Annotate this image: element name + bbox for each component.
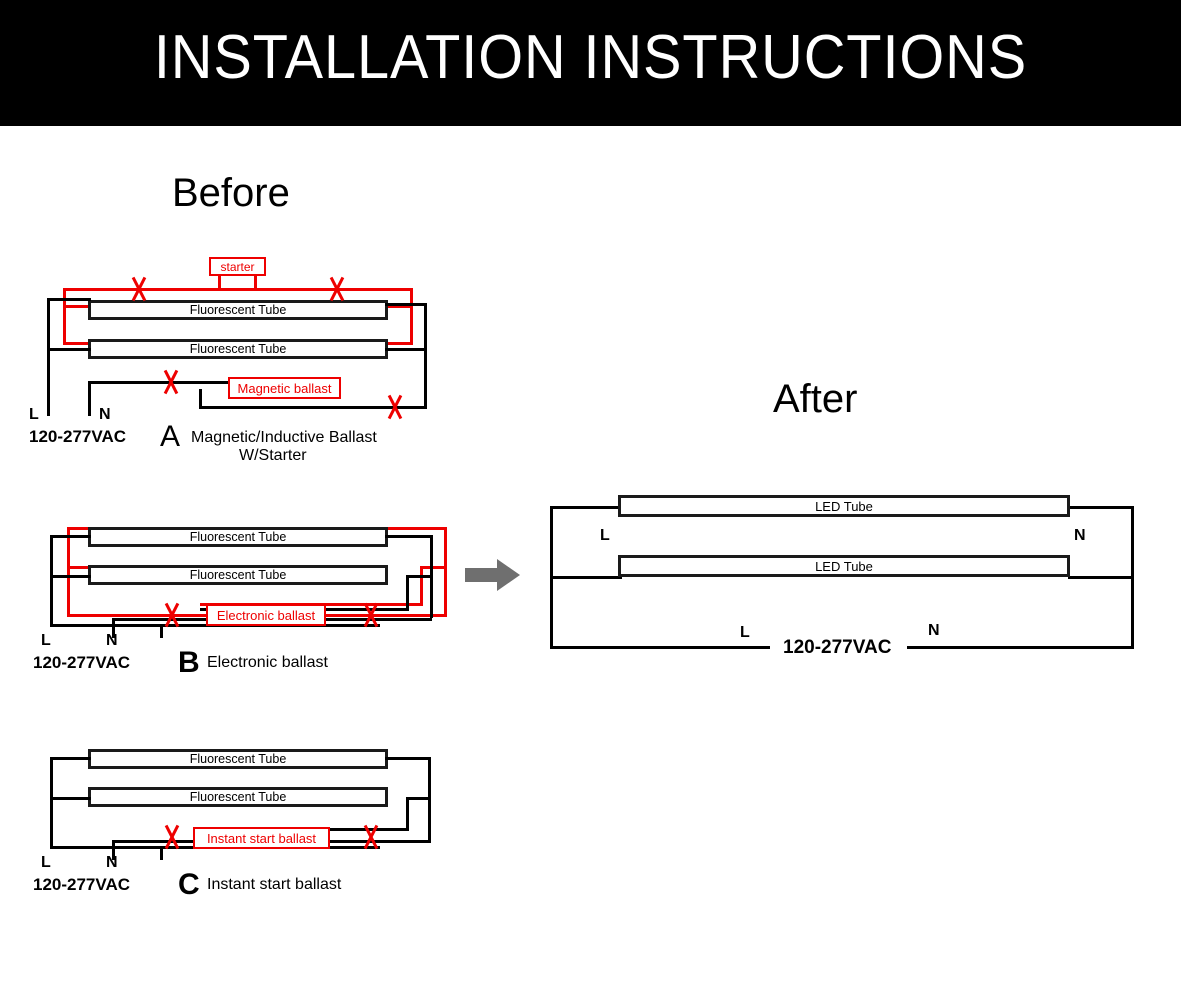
wire-red-b-right — [444, 527, 447, 617]
wire-black-c-neutral-drop — [160, 846, 163, 860]
diagram-letter-c: C — [178, 868, 200, 901]
electronic-ballast-box: Electronic ballast — [206, 604, 326, 626]
fluorescent-tube-bottom: Fluorescent Tube — [88, 565, 388, 585]
wire-red-top — [63, 288, 413, 291]
wire-black-left-to-bottom-tube — [47, 348, 91, 351]
x-mark-icon — [324, 276, 350, 302]
label-neutral-a: N — [99, 406, 111, 423]
x-mark-icon — [158, 369, 184, 395]
label-line-after-left: L — [600, 527, 610, 544]
x-mark-icon — [126, 276, 152, 302]
wire-after-left-top-stub — [550, 506, 622, 509]
label-neutral-b: N — [106, 632, 118, 649]
wire-red-b-inner-right-drop — [420, 566, 423, 606]
page-title: INSTALLATION INSTRUCTIONS — [153, 23, 1028, 92]
wire-black-b-left-top-stub — [50, 535, 91, 538]
caption-b: Electronic ballast — [207, 654, 328, 671]
fluorescent-tube-top: Fluorescent Tube — [88, 749, 388, 769]
wire-after-bottom-right — [907, 646, 1134, 649]
wire-black-c-right-top-stub — [385, 757, 431, 760]
label-neutral-c: N — [106, 854, 118, 871]
starter-pin-left — [218, 276, 221, 289]
label-line-c: L — [41, 854, 51, 871]
fluorescent-tube-bottom: Fluorescent Tube — [88, 787, 388, 807]
wire-black-c-right-bottom-stub — [406, 797, 431, 800]
wire-black-c-right-drop — [406, 797, 409, 830]
wire-red-top-tube-left — [63, 305, 93, 308]
led-tube-bottom: LED Tube — [618, 555, 1070, 577]
label-voltage-after: 120-277VAC — [783, 637, 892, 658]
after-heading: After — [773, 377, 858, 421]
x-mark-icon — [159, 824, 185, 850]
wire-after-left-bottom-stub — [550, 576, 622, 579]
label-voltage-b: 120-277VAC — [33, 653, 131, 672]
wire-red-top-left-drop — [63, 288, 66, 307]
wire-red-bottom-tube-right — [383, 342, 413, 345]
wire-black-b-right-top-stub — [385, 535, 433, 538]
x-mark-icon — [382, 394, 408, 420]
wire-red-b-left — [67, 527, 70, 617]
wire-black-b-right-drop — [406, 575, 409, 611]
starter-pin-right — [254, 276, 257, 289]
x-mark-icon — [159, 602, 185, 628]
wire-black-ballast-return-riser — [199, 389, 202, 409]
diagram-letter-b: B — [178, 646, 200, 679]
wire-black-b-right-bottom-stub — [406, 575, 433, 578]
fluorescent-tube-top: Fluorescent Tube — [88, 527, 388, 547]
caption-a-line2: W/Starter — [239, 447, 307, 464]
title-banner: INSTALLATION INSTRUCTIONS — [0, 0, 1181, 126]
wire-after-right-bottom-stub — [1068, 576, 1134, 579]
wire-black-c-left-rail — [50, 757, 53, 849]
instant-start-ballast-box: Instant start ballast — [193, 827, 330, 849]
starter-box: starter — [209, 257, 266, 276]
label-line-after-bottom: L — [740, 624, 750, 641]
wire-red-bottom-tube-left — [63, 342, 93, 345]
x-mark-icon — [358, 824, 384, 850]
wire-black-b-line-drop — [112, 618, 115, 638]
wire-black-ballast-return — [199, 406, 427, 409]
wire-after-right-top-stub — [1068, 506, 1134, 509]
caption-a-line1: Magnetic/Inductive Ballast — [191, 429, 377, 446]
before-heading: Before — [172, 171, 290, 215]
label-voltage-a: 120-277VAC — [29, 427, 127, 446]
arrow-right-icon — [465, 558, 521, 592]
wire-black-b-neutral-drop — [160, 624, 163, 638]
label-voltage-c: 120-277VAC — [33, 875, 131, 894]
magnetic-ballast-box: Magnetic ballast — [228, 377, 341, 399]
label-line-a: L — [29, 406, 39, 423]
caption-c: Instant start ballast — [207, 876, 342, 893]
wire-red-right-loop — [410, 305, 413, 345]
wire-red-top-tube-right — [383, 305, 413, 308]
wire-black-right-to-bottom-tube — [385, 348, 427, 351]
wire-black-left-to-top-tube — [47, 298, 91, 301]
wire-black-c-left-bottom-stub — [50, 797, 91, 800]
label-neutral-after-right: N — [1074, 527, 1086, 544]
wire-black-c-line-drop — [112, 840, 115, 860]
wire-black-right-to-top-tube — [385, 303, 427, 306]
wire-red-top-right-drop — [410, 288, 413, 307]
label-neutral-after-bottom: N — [928, 622, 940, 639]
wire-red-b-inner-right-stub — [420, 566, 446, 569]
wire-black-right-rail — [424, 303, 427, 409]
diagram-letter-a: A — [160, 420, 181, 453]
wire-black-b-left-bottom-stub — [50, 575, 91, 578]
fluorescent-tube-top: Fluorescent Tube — [88, 300, 388, 320]
fluorescent-tube-bottom: Fluorescent Tube — [88, 339, 388, 359]
wire-red-left-loop — [63, 305, 66, 345]
label-line-b: L — [41, 632, 51, 649]
led-tube-top: LED Tube — [618, 495, 1070, 517]
wire-black-left-rail — [47, 298, 50, 416]
wire-black-c-left-top-stub — [50, 757, 91, 760]
wire-black-neutral-riser — [88, 381, 91, 416]
wire-black-b-left-rail — [50, 535, 53, 627]
x-mark-icon — [358, 602, 384, 628]
wire-after-bottom-left — [550, 646, 770, 649]
wire-red-b-inner-left-stub — [67, 566, 93, 569]
